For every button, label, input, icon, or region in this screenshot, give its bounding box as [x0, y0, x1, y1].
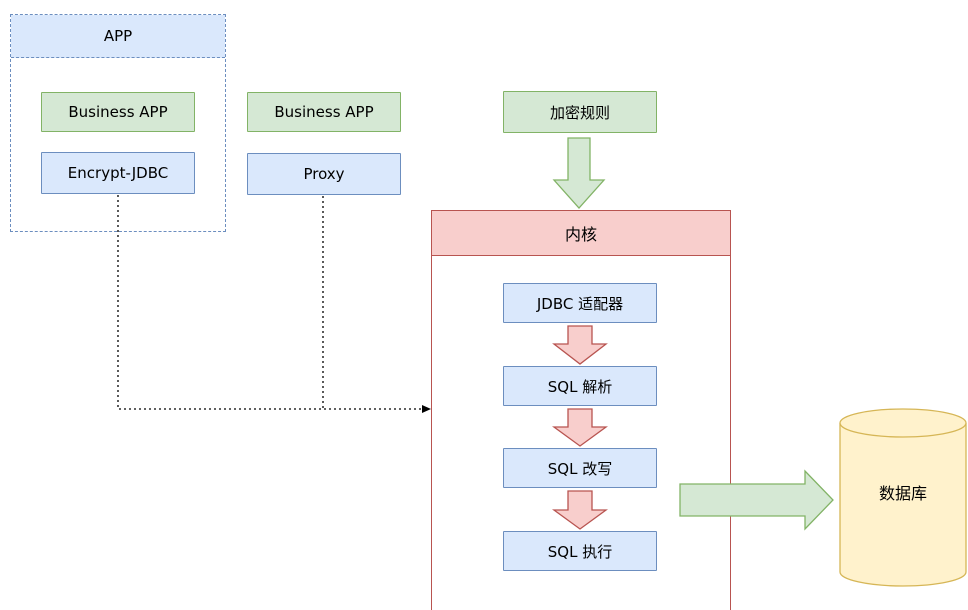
sql-rewrite-step: SQL 改写 — [503, 448, 657, 488]
business-app-box-right: Business APP — [247, 92, 401, 132]
proxy-box: Proxy — [247, 153, 401, 195]
kernel-to-database-arrow — [679, 469, 834, 531]
database-label: 数据库 — [878, 484, 927, 503]
sql-execute-step: SQL 执行 — [503, 531, 657, 571]
step-arrow-1 — [552, 325, 608, 365]
kernel-title: 内核 — [432, 211, 730, 256]
app-group-title: APP — [11, 15, 225, 58]
kernel-container: 内核 — [431, 210, 731, 610]
step-arrow-3 — [552, 490, 608, 530]
dotted-connector-encrypt-jdbc — [117, 195, 424, 410]
rules-to-kernel-arrow — [552, 137, 606, 209]
sql-parse-step: SQL 解析 — [503, 366, 657, 406]
connector-arrowhead — [422, 405, 431, 413]
encryption-rules-box: 加密规则 — [503, 91, 657, 133]
business-app-box-left: Business APP — [41, 92, 195, 132]
database-cylinder — [839, 408, 967, 587]
step-arrow-2 — [552, 408, 608, 447]
app-group: APP — [10, 14, 226, 232]
encrypt-jdbc-box: Encrypt-JDBC — [41, 152, 195, 194]
jdbc-adapter-step: JDBC 适配器 — [503, 283, 657, 323]
